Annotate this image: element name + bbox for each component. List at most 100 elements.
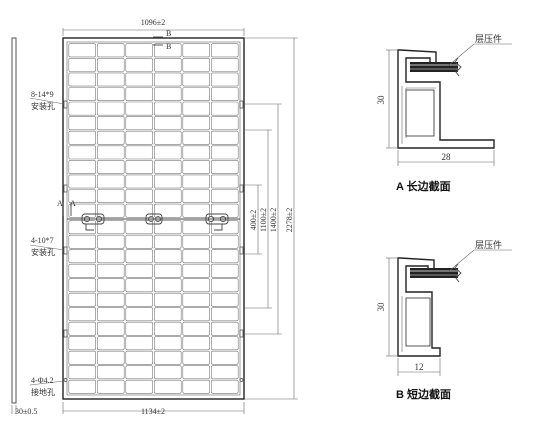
- solar-cell: [211, 101, 239, 116]
- junction-box-left: [81, 213, 105, 231]
- solar-cell: [97, 350, 125, 365]
- solar-cell: [182, 203, 211, 218]
- solar-cell: [154, 321, 182, 336]
- svg-text:12: 12: [415, 362, 424, 372]
- solar-cell: [211, 203, 239, 218]
- solar-cell: [125, 278, 154, 293]
- solar-cell: [154, 292, 182, 307]
- solar-cell: [125, 234, 154, 249]
- section-a-drawing: 层压件 30 28 A 长边截面: [376, 33, 512, 193]
- solar-cell: [97, 307, 125, 322]
- svg-text:B: B: [166, 42, 171, 51]
- solar-cell: [182, 57, 211, 72]
- solar-cell: [125, 101, 154, 116]
- solar-cell: [125, 307, 154, 322]
- svg-text:B: B: [166, 29, 171, 38]
- solar-cell: [154, 87, 182, 101]
- solar-cell: [125, 249, 154, 264]
- solar-cell: [182, 87, 211, 101]
- solar-cell: [182, 116, 211, 131]
- solar-cell: [125, 57, 154, 72]
- solar-cell: [154, 203, 182, 218]
- solar-cell: [182, 307, 211, 322]
- panel-side-profile: [11, 37, 17, 404]
- svg-text:安装孔: 安装孔: [31, 101, 55, 111]
- section-a-marker: A A: [57, 199, 76, 216]
- solar-cell: [211, 321, 239, 336]
- solar-cell: [68, 72, 97, 87]
- solar-cell: [125, 174, 154, 189]
- solar-cell: [125, 43, 154, 58]
- section-a-caption: A 长边截面: [396, 179, 451, 193]
- solar-cell: [182, 160, 211, 174]
- solar-cell: [97, 220, 125, 235]
- solar-cell: [211, 145, 239, 160]
- panel-frame-inner: [66, 41, 241, 396]
- solar-cell: [68, 57, 97, 72]
- dim-frame-thickness: 30±0.5: [11, 405, 37, 416]
- solar-cell: [182, 292, 211, 307]
- solar-cell: [154, 189, 182, 203]
- svg-text:1400±2: 1400±2: [269, 208, 278, 232]
- solar-cell: [211, 43, 239, 58]
- solar-cell: [97, 174, 125, 189]
- solar-cell: [211, 336, 239, 351]
- section-b-marker: B B: [153, 29, 171, 51]
- solar-cell: [97, 365, 125, 380]
- section-b-profile: [397, 257, 441, 357]
- solar-cell: [154, 101, 182, 116]
- solar-cell: [154, 249, 182, 264]
- solar-cell: [125, 203, 154, 218]
- solar-cell: [97, 379, 125, 394]
- solar-cell: [182, 130, 211, 145]
- solar-cell: [182, 101, 211, 116]
- solar-cell: [68, 101, 97, 116]
- solar-cell: [211, 350, 239, 365]
- solar-cell: [211, 220, 239, 235]
- solar-cell: [211, 57, 239, 72]
- solar-cell: [97, 292, 125, 307]
- solar-cell: [182, 249, 211, 264]
- solar-cell: [125, 350, 154, 365]
- solar-cell: [182, 350, 211, 365]
- solar-cell: [182, 379, 211, 394]
- solar-cell: [211, 116, 239, 131]
- svg-text:安装孔: 安装孔: [31, 247, 55, 257]
- solar-cell: [125, 263, 154, 278]
- solar-cell: [97, 87, 125, 101]
- solar-cell: [182, 72, 211, 87]
- dim-vertical-set: 400±2 1100±2 1400±2 2278±2: [244, 37, 298, 400]
- leader-ground-holes: 4-Φ4.2 接地孔: [29, 376, 65, 397]
- junction-box-right: [205, 213, 229, 231]
- solar-cell: [182, 336, 211, 351]
- panel-front-view: 1096±2 B B A A 1134±2 30±0.5: [11, 18, 298, 416]
- solar-cell: [125, 336, 154, 351]
- solar-cell: [154, 278, 182, 293]
- solar-cell: [97, 116, 125, 131]
- svg-text:30±0.5: 30±0.5: [15, 407, 37, 416]
- solar-cell: [154, 116, 182, 131]
- solar-cell: [182, 365, 211, 380]
- solar-cell: [125, 292, 154, 307]
- solar-cell: [182, 234, 211, 249]
- svg-text:接地孔: 接地孔: [31, 387, 55, 397]
- solar-cell: [68, 174, 97, 189]
- section-a-laminate: [410, 62, 458, 72]
- solar-cell: [125, 72, 154, 87]
- solar-cell: [182, 321, 211, 336]
- solar-cell: [182, 263, 211, 278]
- mounting-hole-markers: [63, 100, 244, 382]
- solar-cell: [68, 189, 97, 203]
- solar-cell: [154, 336, 182, 351]
- solar-cell: [68, 292, 97, 307]
- solar-cell: [125, 379, 154, 394]
- solar-cell: [211, 249, 239, 264]
- svg-text:层压件: 层压件: [475, 33, 502, 44]
- solar-cell: [182, 189, 211, 203]
- solar-cell: [68, 336, 97, 351]
- solar-cell: [68, 160, 97, 174]
- solar-cell: [68, 278, 97, 293]
- solar-cell: [211, 160, 239, 174]
- solar-cell: [154, 350, 182, 365]
- solar-cell: [68, 43, 97, 58]
